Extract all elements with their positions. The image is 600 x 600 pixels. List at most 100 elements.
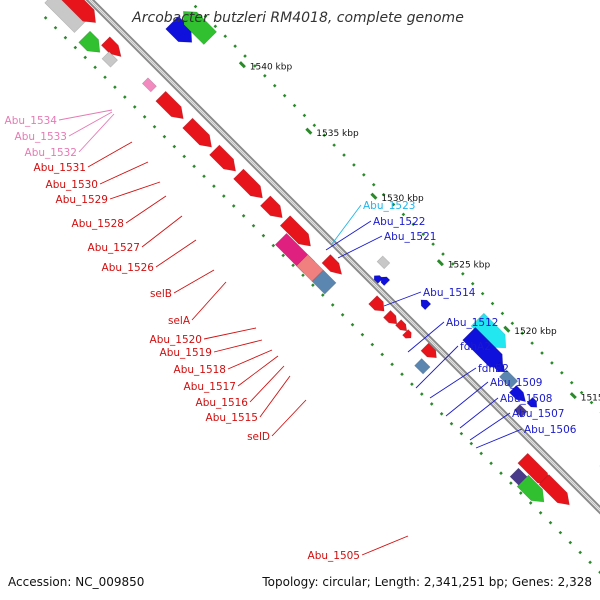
gene-label: Abu_1533 — [15, 131, 67, 143]
scale-dot — [291, 263, 295, 268]
gene-label: Abu_1519 — [160, 347, 212, 359]
scale-dot — [391, 202, 396, 207]
gene-label: Abu_1505 — [308, 550, 360, 562]
scale-label: 1520 kbp — [514, 327, 557, 337]
gene-label: Abu_1507 — [512, 408, 564, 420]
scale-dot — [401, 212, 406, 217]
scale-dot — [598, 570, 600, 575]
scale-dot — [421, 232, 426, 237]
scale-dot — [302, 113, 307, 118]
gene-label: Abu_1521 — [384, 231, 436, 243]
scale-dot — [261, 233, 266, 238]
scale-dot — [292, 103, 297, 108]
leader-line — [361, 535, 409, 556]
scale-dot — [132, 105, 137, 109]
scale-dot — [272, 83, 277, 88]
gene-label: Abu_1517 — [184, 381, 236, 393]
gene-feature — [494, 361, 505, 373]
scale-dot — [332, 143, 336, 147]
gene-label: Abu_1530 — [46, 179, 98, 191]
scale-dot — [182, 154, 187, 159]
map-title: Arcobacter butzleri RM4018, complete gen… — [131, 10, 464, 26]
leader-line — [475, 428, 523, 449]
scale-dot — [470, 281, 475, 286]
scale-dot — [371, 182, 376, 187]
scale-dot — [253, 64, 257, 68]
gene-label: Abu_1531 — [34, 162, 86, 174]
gene-label: Abu_1509 — [490, 377, 542, 389]
scale-dot — [103, 75, 107, 80]
scale-dot — [370, 342, 375, 347]
gene-label: Abu_1527 — [88, 242, 140, 254]
scale-label: 1525 kbp — [448, 260, 491, 270]
scale-dot — [381, 192, 386, 197]
scale-major-tick — [503, 325, 511, 333]
scale-dot — [53, 25, 58, 30]
scale-dot — [461, 272, 465, 276]
gene-feature — [259, 195, 283, 219]
gene-feature — [508, 384, 526, 403]
scale-dot — [192, 164, 196, 169]
gene-feature — [538, 474, 570, 506]
scale-dot — [400, 372, 404, 377]
scale-dot — [459, 431, 464, 436]
scale-dot — [123, 95, 127, 99]
scale-dot — [322, 133, 327, 138]
gene-feature — [470, 312, 507, 349]
gene-label: Abu_1518 — [174, 364, 226, 376]
scale-dot — [360, 332, 365, 337]
scale-dot — [193, 4, 198, 9]
scale-dot — [243, 54, 247, 58]
gene-feature — [101, 51, 119, 68]
leader-line — [415, 345, 459, 389]
scale-dot — [251, 223, 256, 228]
gene-label: Abu_1529 — [56, 194, 108, 206]
scale-dot — [73, 45, 78, 50]
scale-label: 1540 kbp — [250, 62, 293, 72]
backbone-line — [91, 0, 600, 509]
gene-label: Abu_1520 — [150, 334, 202, 346]
leader-line — [191, 281, 227, 321]
scale-dot — [142, 115, 147, 119]
gene-label: selA — [168, 315, 191, 327]
scale-dot — [578, 550, 583, 555]
scale-dot — [431, 242, 435, 246]
scale-dot — [231, 204, 236, 208]
gene-label: fdhA2 — [460, 341, 491, 353]
leader-line — [469, 412, 511, 441]
leader-line — [271, 399, 307, 437]
gene-feature — [233, 168, 263, 199]
gene-feature — [368, 295, 385, 312]
leader-line — [259, 375, 291, 418]
gene-label: Abu_1528 — [72, 218, 124, 230]
gene-feature — [498, 369, 519, 389]
accession-text: Accession: NC_009850 — [8, 575, 144, 589]
scale-dot — [43, 16, 48, 20]
leader-line — [383, 291, 422, 307]
scale-dot — [479, 451, 484, 456]
scale-label: 1515 kbp — [581, 393, 600, 403]
scale-dot — [282, 93, 287, 98]
scale-dot — [500, 311, 505, 316]
scale-dot — [449, 421, 454, 426]
gene-label: Abu_1522 — [373, 216, 425, 228]
scale-dot — [172, 144, 177, 149]
leader-line — [331, 204, 362, 245]
scale-dot — [530, 341, 534, 345]
gene-label: Abu_1508 — [500, 393, 552, 405]
scale-dot — [569, 380, 574, 385]
scale-dot — [342, 153, 346, 157]
scale-major-tick — [569, 392, 577, 400]
gene-feature — [420, 299, 432, 311]
scale-dot — [213, 24, 218, 29]
scale-dot — [311, 283, 315, 287]
gene-label: Abu_1532 — [25, 147, 77, 159]
gene-feature — [526, 396, 538, 408]
scale-label: 1535 kbp — [316, 129, 359, 139]
scale-dot — [162, 134, 167, 139]
gene-label: Abu_1526 — [102, 262, 155, 274]
gene-feature — [414, 358, 431, 375]
scale-dot — [281, 253, 286, 258]
scale-dot — [223, 34, 228, 39]
leader-line — [203, 327, 257, 340]
